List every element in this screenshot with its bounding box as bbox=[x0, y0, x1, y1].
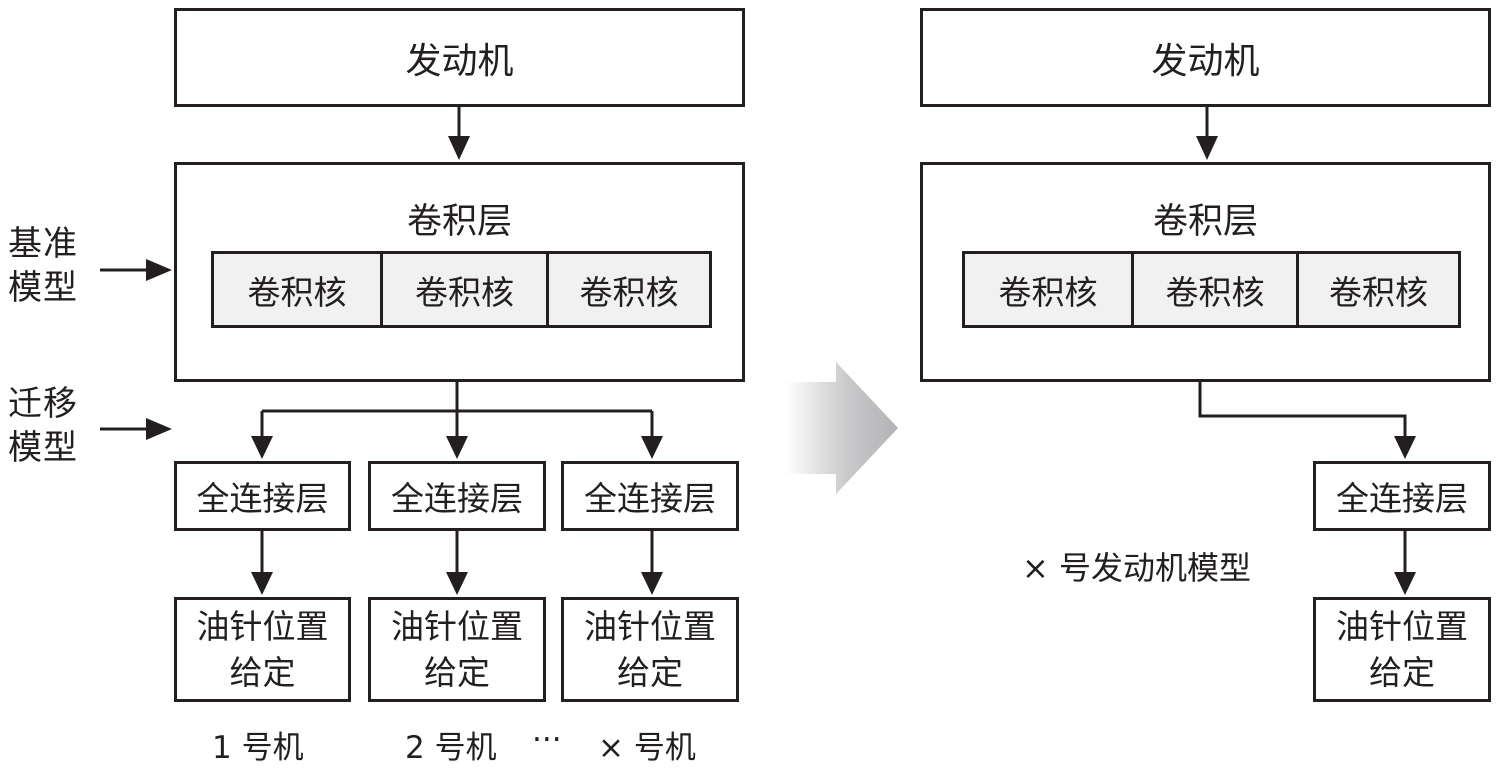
engine-label: 发动机 bbox=[1151, 40, 1260, 82]
base-model-label: 基准 模型 bbox=[8, 224, 78, 308]
output-box: 油针位置 给定 bbox=[1313, 597, 1491, 702]
fc-layer-box: 全连接层 bbox=[561, 461, 739, 531]
arrow-engine-to-conv-left bbox=[448, 107, 470, 160]
kernel-box: 卷积核 bbox=[211, 251, 383, 328]
conv-layer-label: 卷积层 bbox=[1152, 201, 1258, 242]
output-box: 油针位置 给定 bbox=[174, 597, 351, 702]
kernel-box: 卷积核 bbox=[380, 251, 549, 328]
transition-arrow bbox=[785, 362, 898, 494]
output-box: 油针位置 给定 bbox=[561, 597, 739, 702]
machine-label-2: 2 号机 bbox=[405, 730, 497, 766]
kernel-box: 卷积核 bbox=[1131, 251, 1299, 328]
kernel-box: 卷积核 bbox=[962, 251, 1134, 328]
arrow-fc-to-output-right bbox=[1394, 529, 1416, 595]
kernel-box: 卷积核 bbox=[1296, 251, 1461, 328]
machine-label-1: 1 号机 bbox=[212, 730, 304, 766]
engine-box-left: 发动机 bbox=[174, 8, 745, 107]
kernel-box: 卷积核 bbox=[546, 251, 712, 328]
arrow-conv-to-fc-left bbox=[251, 381, 663, 459]
engine-box-right: 发动机 bbox=[920, 8, 1491, 107]
model-caption: × 号发动机模型 bbox=[1022, 549, 1251, 587]
transfer-model-label: 迁移 模型 bbox=[8, 384, 78, 468]
arrow-engine-to-conv-right bbox=[1196, 107, 1218, 160]
machine-ellipsis: ··· bbox=[532, 722, 562, 758]
fc-layer-box: 全连接层 bbox=[368, 461, 546, 531]
fc-layer-box: 全连接层 bbox=[1313, 461, 1491, 531]
fc-layer-box: 全连接层 bbox=[174, 461, 351, 531]
conv-layer-label: 卷积层 bbox=[406, 201, 512, 242]
arrow-transfer-model bbox=[100, 418, 172, 440]
output-box: 油针位置 给定 bbox=[368, 597, 546, 702]
machine-label-x: × 号机 bbox=[598, 730, 696, 766]
arrow-fc-to-output-left bbox=[251, 529, 663, 595]
arrow-conv-to-fc-right bbox=[1198, 381, 1416, 459]
arrow-base-model bbox=[100, 259, 172, 281]
engine-label: 发动机 bbox=[405, 40, 514, 82]
